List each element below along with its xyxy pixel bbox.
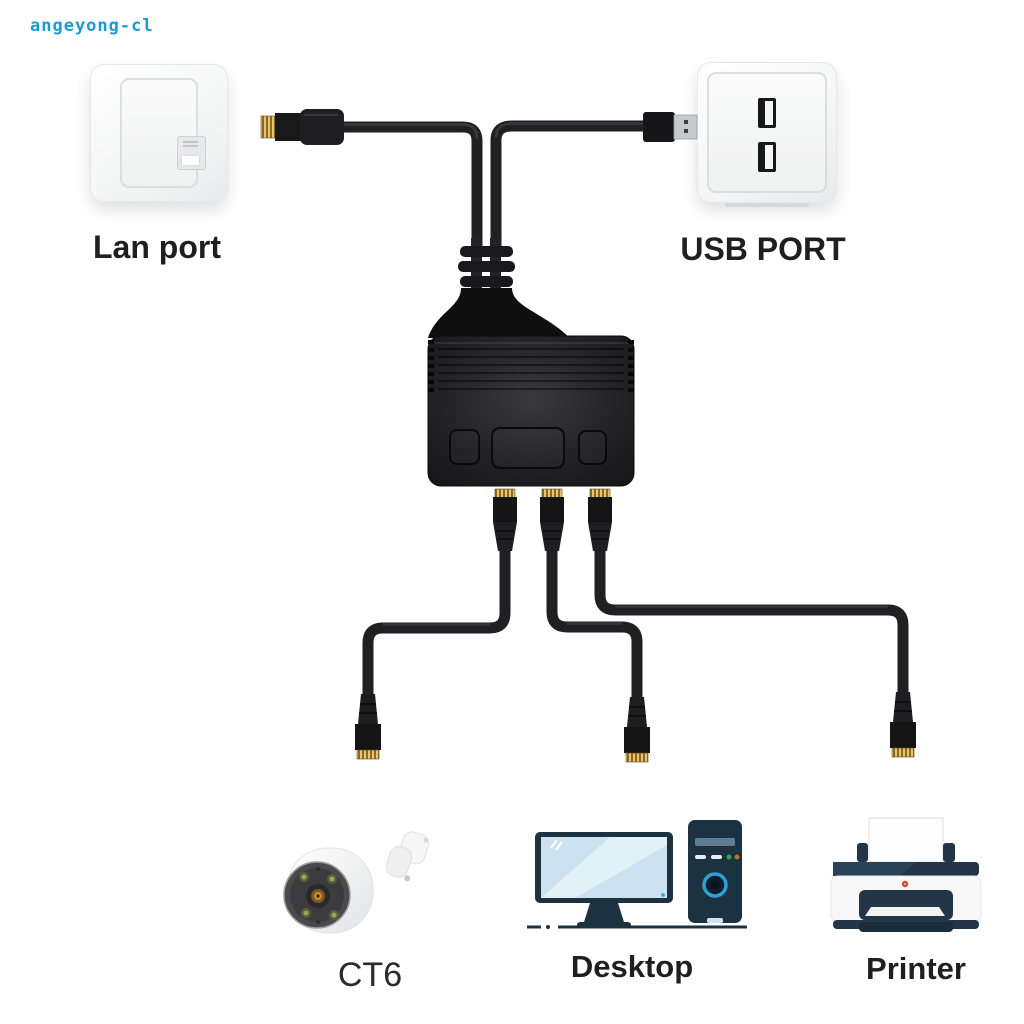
- rj45-plug-icon: [354, 693, 382, 760]
- usb-port-label: USB PORT: [680, 231, 846, 267]
- ethernet-jack-icon: [177, 136, 206, 170]
- bottom-cables: [362, 548, 909, 699]
- desktop-label: Desktop: [570, 949, 694, 984]
- lan-port-label: Lan port: [93, 229, 221, 265]
- rj45-plug-icon: [889, 691, 917, 758]
- camera-icon: [283, 831, 430, 934]
- top-cables: [340, 120, 646, 252]
- printer-label: Printer: [866, 951, 966, 986]
- usb-wallplate-frame: [707, 72, 827, 193]
- splitter-device-icon: [427, 238, 635, 487]
- watermark-text: angeyong-cl: [30, 16, 154, 36]
- usb-wallplate-icon: [697, 62, 837, 207]
- rj45-plug-icon: [587, 488, 613, 552]
- rj45-plug-icon: [623, 696, 651, 763]
- usb-plug-icon: [643, 112, 698, 142]
- rj45-plug-icon: [539, 488, 565, 552]
- paper-sheet: [868, 817, 944, 863]
- tower: [688, 820, 742, 923]
- mount-bracket: [385, 831, 430, 882]
- rj45-plug-icon: [492, 488, 518, 552]
- camera-label: CT6: [337, 956, 403, 994]
- lan-wallplate-frame: [120, 78, 206, 188]
- printer-icon: [830, 817, 982, 932]
- lan-wallplate-icon: [90, 64, 228, 202]
- rj45-plug-icon: [260, 109, 344, 145]
- monitor: [535, 832, 673, 928]
- usb-receptacle-icon: [758, 98, 776, 128]
- desktop-icon: [527, 820, 747, 929]
- strain-relief: [458, 246, 515, 287]
- usb-receptacle-icon: [758, 142, 776, 172]
